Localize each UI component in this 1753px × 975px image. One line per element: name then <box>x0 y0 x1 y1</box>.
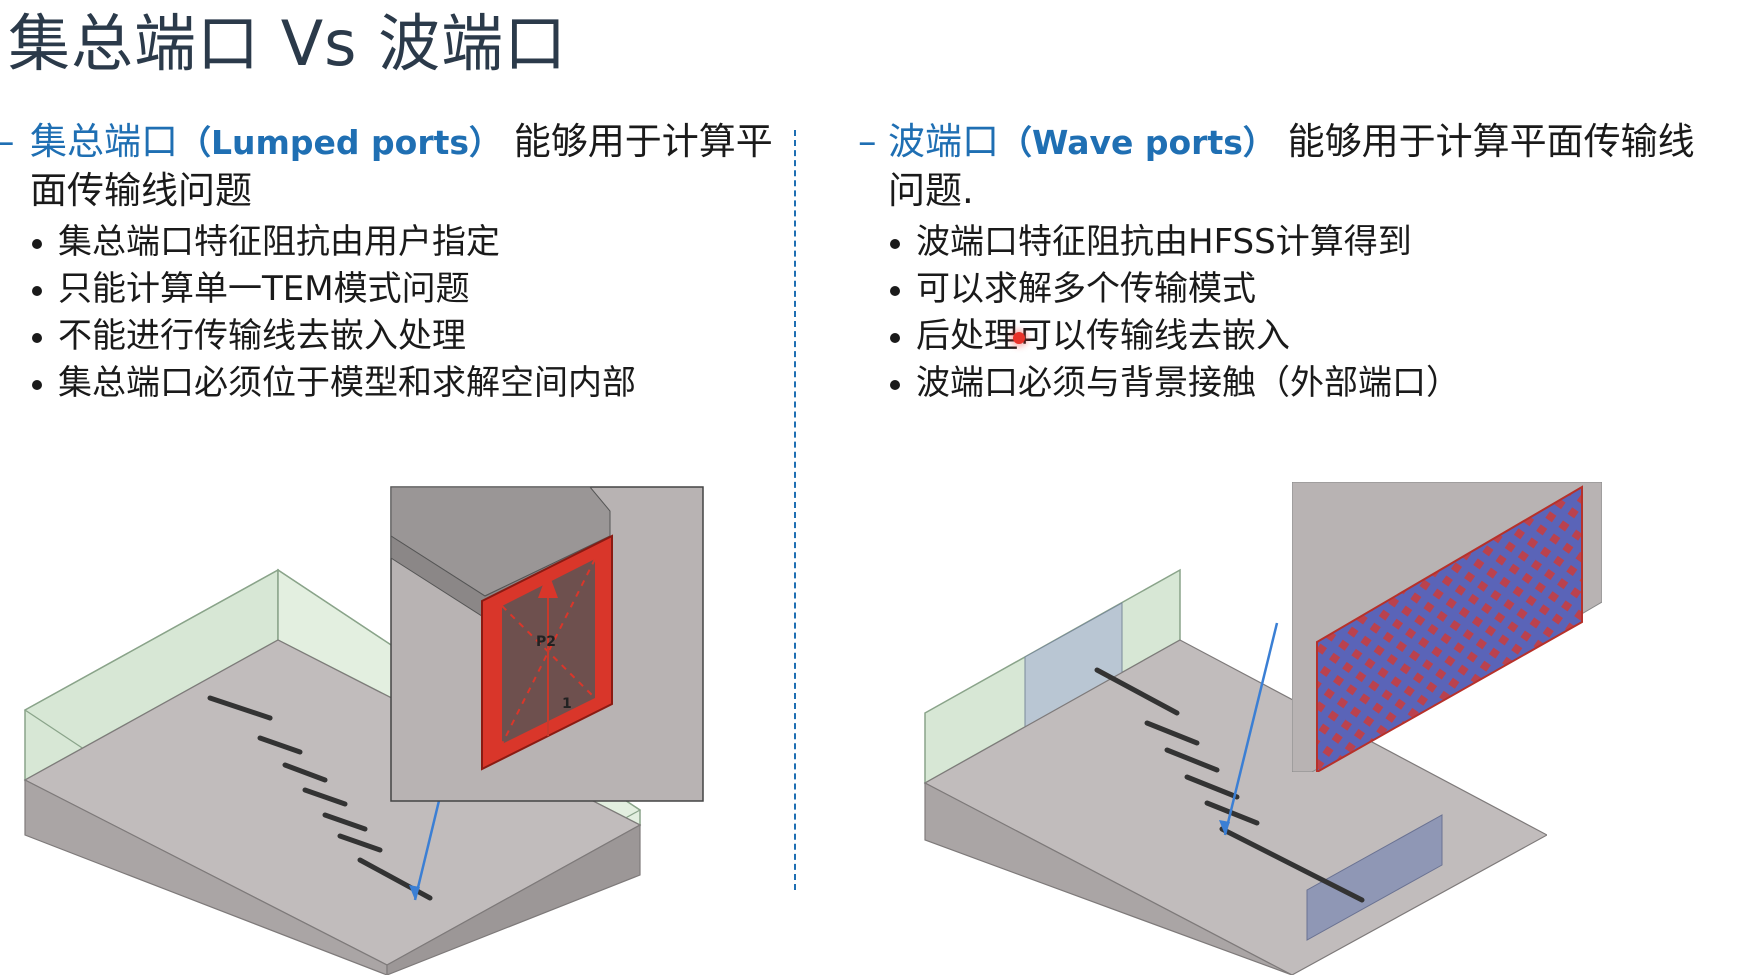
lumped-port-term: 集总端口 <box>30 120 178 163</box>
callout-arrow-head <box>1219 820 1230 835</box>
list-item: 波端口必须与背景接触（外部端口） <box>888 360 1748 407</box>
list-item: 集总端口特征阻抗由用户指定 <box>30 219 790 266</box>
heading-text-line2: 面传输线问题 <box>30 169 252 212</box>
list-item: 只能计算单一TEM模式问题 <box>30 266 790 313</box>
dash-marker: – <box>0 118 15 166</box>
wave-port-term-en: （Wave ports） <box>999 123 1276 162</box>
lumped-port-term-en: （Lumped ports） <box>178 123 503 162</box>
lumped-port-bullets: 集总端口特征阻抗由用户指定 只能计算单一TEM模式问题 不能进行传输线去嵌入处理… <box>0 219 790 407</box>
port-diagonal <box>501 558 596 745</box>
heading-text: 能够用于计算平 <box>502 120 773 163</box>
callout-arrow-head <box>409 885 420 900</box>
dash-marker: – <box>858 120 877 163</box>
list-item: 不能进行传输线去嵌入处理 <box>30 313 790 360</box>
heading-text-line2: 问题. <box>888 169 974 212</box>
lumped-port-section: –集总端口（Lumped ports） 能够用于计算平 面传输线问题 集总端口特… <box>0 118 790 407</box>
wave-port-term: 波端口 <box>888 120 999 163</box>
callout-arrow <box>1223 622 1279 836</box>
microstrip-trace <box>1094 667 1365 903</box>
substrate-side <box>386 823 641 975</box>
substrate-front <box>24 779 388 975</box>
slide-title: 集总端口 Vs 波端口 <box>8 7 568 80</box>
heading-text: 能够用于计算平面传输线 <box>1275 120 1695 163</box>
pointer-cursor-dot <box>1013 332 1025 344</box>
list-item: 后处理可以传输线去嵌入 <box>888 313 1748 360</box>
wave-port-bullets: 波端口特征阻抗由HFSS计算得到 可以求解多个传输模式 后处理可以传输线去嵌入 … <box>858 219 1748 407</box>
lumped-port-heading: –集总端口（Lumped ports） 能够用于计算平 面传输线问题 <box>0 118 790 215</box>
wave-port-heading: –波端口（Wave ports） 能够用于计算平面传输线 问题. <box>858 118 1748 215</box>
wave-port-figure <box>923 568 1547 975</box>
port-label: P2 <box>536 634 556 650</box>
wave-port-zoom-inset <box>1292 482 1602 772</box>
list-item: 波端口特征阻抗由HFSS计算得到 <box>888 219 1748 266</box>
lumped-port-zoom-inset: P2 1 <box>390 486 704 802</box>
microstrip-trace <box>207 695 433 901</box>
column-divider <box>794 130 796 890</box>
wave-port-face <box>1316 485 1583 772</box>
wave-port-right <box>1306 814 1443 941</box>
integration-arrow-head <box>538 571 558 598</box>
list-item: 集总端口必须位于模型和求解空间内部 <box>30 360 790 407</box>
substrate-front <box>924 782 1293 975</box>
list-item: 可以求解多个传输模式 <box>888 266 1748 313</box>
wave-port-section: –波端口（Wave ports） 能够用于计算平面传输线 问题. 波端口特征阻抗… <box>858 118 1748 407</box>
integration-marker-label: 1 <box>562 696 572 712</box>
